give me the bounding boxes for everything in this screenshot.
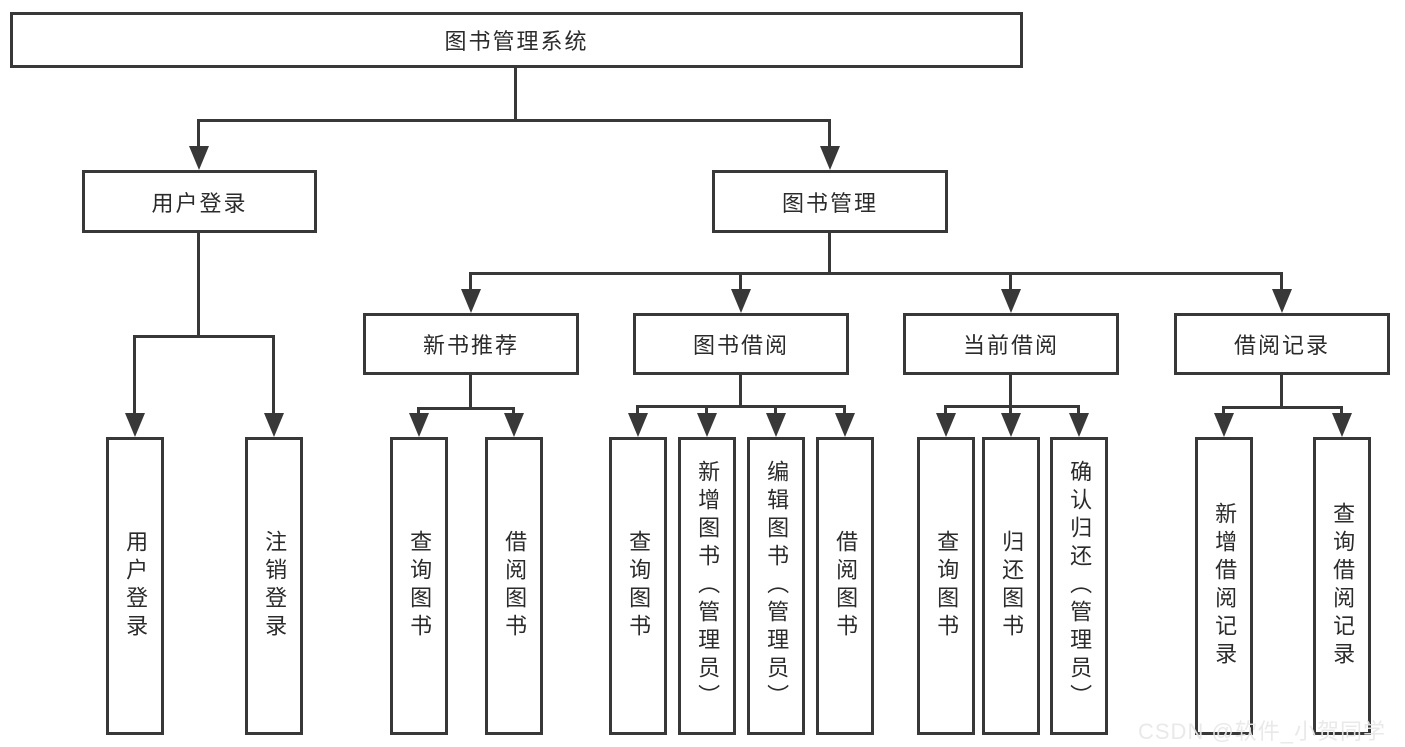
arrow-down-icon bbox=[766, 413, 786, 437]
connector-line-v bbox=[1280, 375, 1283, 406]
connector-line-h bbox=[944, 405, 1080, 408]
leaf-logout: 注销登录 bbox=[245, 437, 303, 735]
connector-line-v bbox=[1280, 272, 1283, 292]
arrow-down-icon bbox=[189, 146, 209, 170]
connector-line-h bbox=[133, 335, 275, 338]
connector-line-h bbox=[636, 405, 846, 408]
connector-line-h bbox=[417, 407, 515, 410]
arrow-down-icon bbox=[461, 289, 481, 313]
arrow-down-icon bbox=[1272, 289, 1292, 313]
leaf-borrow-add-books-admin-label: 新增图书（管理员） bbox=[695, 460, 721, 712]
connector-line-v bbox=[133, 335, 136, 415]
connector-line-v bbox=[636, 405, 639, 417]
connector-line-v bbox=[512, 407, 515, 417]
arrow-down-icon bbox=[1214, 413, 1234, 437]
node-book-management-branch: 图书管理 bbox=[712, 170, 948, 233]
node-new-book-recommend-label: 新书推荐 bbox=[422, 333, 519, 358]
leaf-borrow-borrow-books: 借阅图书 bbox=[816, 437, 874, 735]
leaf-records-add-record: 新增借阅记录 bbox=[1195, 437, 1253, 735]
connector-line-v bbox=[1340, 406, 1343, 417]
leaf-borrow-edit-books-admin-label: 编辑图书（管理员） bbox=[764, 460, 790, 712]
connector-line-v bbox=[197, 119, 200, 149]
connector-line-v bbox=[469, 272, 472, 292]
connector-line-v bbox=[1222, 406, 1225, 417]
arrow-down-icon bbox=[1001, 289, 1021, 313]
csdn-watermark: CSDN @软件_小贺同学 bbox=[1138, 719, 1387, 744]
connector-line-v bbox=[417, 407, 420, 417]
connector-line-v bbox=[705, 405, 708, 417]
node-current-borrowing-label: 当前借阅 bbox=[962, 333, 1059, 358]
connector-line-v bbox=[774, 405, 777, 417]
connector-line-v bbox=[469, 375, 472, 407]
leaf-records-query-record: 查询借阅记录 bbox=[1313, 437, 1371, 735]
arrow-down-icon bbox=[264, 413, 284, 437]
connector-line-v bbox=[739, 375, 742, 405]
arrow-down-icon bbox=[1001, 413, 1021, 437]
connector-line-v bbox=[828, 119, 831, 149]
node-current-borrowing: 当前借阅 bbox=[903, 313, 1119, 375]
node-user-login-branch: 用户登录 bbox=[82, 170, 317, 233]
connector-line-v bbox=[1009, 405, 1012, 417]
connector-line-v bbox=[272, 335, 275, 415]
arrow-down-icon bbox=[835, 413, 855, 437]
connector-line-v bbox=[514, 68, 517, 119]
arrow-down-icon bbox=[1069, 413, 1089, 437]
node-book-borrowing: 图书借阅 bbox=[633, 313, 849, 375]
leaf-borrow-borrow-books-label: 借阅图书 bbox=[833, 530, 859, 642]
leaf-recommend-query-books-label: 查询图书 bbox=[407, 530, 433, 642]
leaf-current-query-books-label: 查询图书 bbox=[934, 530, 960, 642]
arrow-down-icon bbox=[697, 413, 717, 437]
leaf-borrow-query-books-label: 查询图书 bbox=[626, 530, 652, 642]
leaf-recommend-query-books: 查询图书 bbox=[390, 437, 448, 735]
connector-line-v bbox=[197, 233, 200, 335]
leaf-user-login: 用户登录 bbox=[106, 437, 164, 735]
node-root-label: 图书管理系统 bbox=[444, 29, 589, 54]
node-borrow-records: 借阅记录 bbox=[1174, 313, 1390, 375]
leaf-records-query-record-label: 查询借阅记录 bbox=[1330, 502, 1356, 670]
leaf-logout-label: 注销登录 bbox=[262, 530, 288, 642]
arrow-down-icon bbox=[820, 146, 840, 170]
node-new-book-recommend: 新书推荐 bbox=[363, 313, 579, 375]
arrow-down-icon bbox=[628, 413, 648, 437]
arrow-down-icon bbox=[409, 413, 429, 437]
node-borrow-records-label: 借阅记录 bbox=[1233, 333, 1330, 358]
arrow-down-icon bbox=[936, 413, 956, 437]
leaf-current-confirm-return-admin: 确认归还（管理员） bbox=[1050, 437, 1108, 735]
arrow-down-icon bbox=[125, 413, 145, 437]
leaf-recommend-borrow-books-label: 借阅图书 bbox=[502, 530, 528, 642]
connector-line-h bbox=[469, 272, 1283, 275]
node-root: 图书管理系统 bbox=[10, 12, 1023, 68]
leaf-recommend-borrow-books: 借阅图书 bbox=[485, 437, 543, 735]
leaf-current-return-books-label: 归还图书 bbox=[999, 530, 1025, 642]
connector-line-v bbox=[843, 405, 846, 417]
connector-line-v bbox=[1009, 375, 1012, 405]
leaf-borrow-query-books: 查询图书 bbox=[609, 437, 667, 735]
connector-line-v bbox=[944, 405, 947, 417]
connector-line-v bbox=[1077, 405, 1080, 417]
node-user-login-branch-label: 用户登录 bbox=[151, 190, 248, 216]
leaf-records-add-record-label: 新增借阅记录 bbox=[1212, 502, 1238, 670]
leaf-borrow-edit-books-admin: 编辑图书（管理员） bbox=[747, 437, 805, 735]
connector-line-v bbox=[828, 233, 831, 272]
arrow-down-icon bbox=[731, 289, 751, 313]
connector-line-v bbox=[739, 272, 742, 292]
leaf-current-confirm-return-admin-label: 确认归还（管理员） bbox=[1067, 460, 1093, 712]
leaf-current-query-books: 查询图书 bbox=[917, 437, 975, 735]
connector-line-v bbox=[1009, 272, 1012, 292]
leaf-current-return-books: 归还图书 bbox=[982, 437, 1040, 735]
arrow-down-icon bbox=[504, 413, 524, 437]
node-book-management-branch-label: 图书管理 bbox=[781, 190, 878, 216]
leaf-user-login-label: 用户登录 bbox=[123, 530, 149, 642]
leaf-borrow-add-books-admin: 新增图书（管理员） bbox=[678, 437, 736, 735]
node-book-borrowing-label: 图书借阅 bbox=[692, 333, 789, 358]
connector-line-h bbox=[197, 119, 831, 122]
arrow-down-icon bbox=[1332, 413, 1352, 437]
connector-line-h bbox=[1222, 406, 1343, 409]
